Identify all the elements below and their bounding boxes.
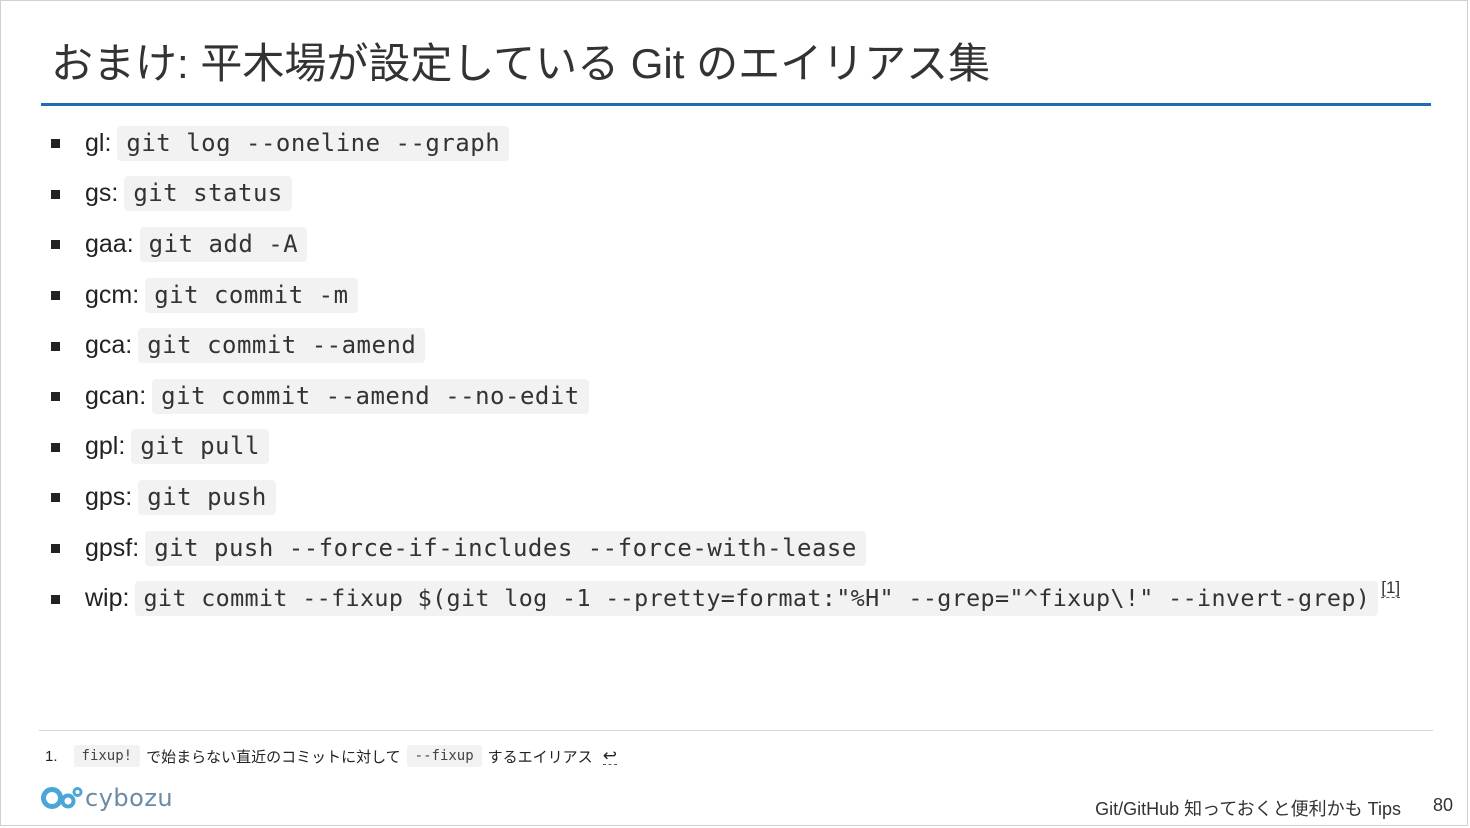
footnote-text: するエイリアス <box>487 748 593 766</box>
footnote-code-fixup: fixup! <box>73 745 141 767</box>
bullet-icon <box>51 139 60 149</box>
alias-command: git push <box>138 479 276 515</box>
alias-key: gs: <box>85 179 119 208</box>
alias-command: git pull <box>131 429 269 465</box>
bullet-icon <box>51 544 60 554</box>
alias-command: git commit -m <box>145 277 358 313</box>
list-item: gs: git status <box>1 169 1470 220</box>
cybozu-logo: cybozu <box>41 783 173 813</box>
logo-text: cybozu <box>85 784 174 812</box>
list-item: gcm: git commit -m <box>1 270 1470 321</box>
list-item: gps: git push <box>1 472 1470 523</box>
alias-command: git log --oneline --graph <box>117 125 510 161</box>
alias-key: gaa: <box>85 229 134 258</box>
bullet-icon <box>51 442 60 452</box>
footnote-number: 1. <box>45 747 58 765</box>
footnote-backref-link[interactable]: ↩ <box>602 745 617 765</box>
slide-title: おまけ: 平木場が設定している Git のエイリアス集 <box>51 40 991 87</box>
footnote-divider <box>39 730 1433 731</box>
alias-key: gpl: <box>85 432 126 461</box>
alias-key: gps: <box>85 482 133 511</box>
alias-command: git commit --amend <box>138 328 426 364</box>
page-number: 80 <box>1432 795 1453 815</box>
alias-key: gcm: <box>85 280 140 309</box>
footer-title: Git/GitHub 知っておくと便利かも Tips <box>1095 799 1401 819</box>
bullet-icon <box>51 240 60 250</box>
alias-command: git commit --fixup $(git log -1 --pretty… <box>135 581 1379 617</box>
footnote-code-flag: --fixup <box>406 745 482 767</box>
list-item: gaa: git add -A <box>1 219 1470 270</box>
alias-key: gpsf: <box>85 533 140 562</box>
footnote-ref-link[interactable]: [1] <box>1381 578 1401 599</box>
alias-command: git add -A <box>139 226 308 262</box>
alias-list: gl: git log --oneline --graph gs: git st… <box>1 118 1470 624</box>
alias-command: git commit --amend --no-edit <box>152 378 589 414</box>
list-item: gl: git log --oneline --graph <box>1 118 1470 169</box>
alias-key: wip: <box>85 584 130 613</box>
bullet-icon <box>51 341 60 351</box>
bullet-icon <box>51 392 60 402</box>
alias-key: gl: <box>85 128 112 157</box>
alias-key: gcan: <box>85 381 147 410</box>
alias-key: gca: <box>85 331 133 360</box>
list-item: wip: git commit --fixup $(git log -1 --p… <box>1 573 1470 624</box>
bullet-icon <box>51 594 60 604</box>
bullet-icon <box>51 291 60 301</box>
list-item: gcan: git commit --amend --no-edit <box>1 371 1470 422</box>
list-item: gpsf: git push --force-if-includes --for… <box>1 523 1470 574</box>
bullet-icon <box>51 493 60 503</box>
title-underline <box>41 103 1431 106</box>
cybozu-logo-icon <box>41 787 83 809</box>
list-item: gpl: git pull <box>1 422 1470 473</box>
alias-command: git push --force-if-includes --force-wit… <box>145 530 866 566</box>
bullet-icon <box>51 189 60 199</box>
footnote-text: で始まらない直近のコミットに対して <box>146 748 401 766</box>
footnote: 1. fixup! で始まらない直近のコミットに対して --fixup するエイ… <box>45 743 617 769</box>
alias-command: git status <box>124 176 292 212</box>
list-item: gca: git commit --amend <box>1 320 1470 371</box>
